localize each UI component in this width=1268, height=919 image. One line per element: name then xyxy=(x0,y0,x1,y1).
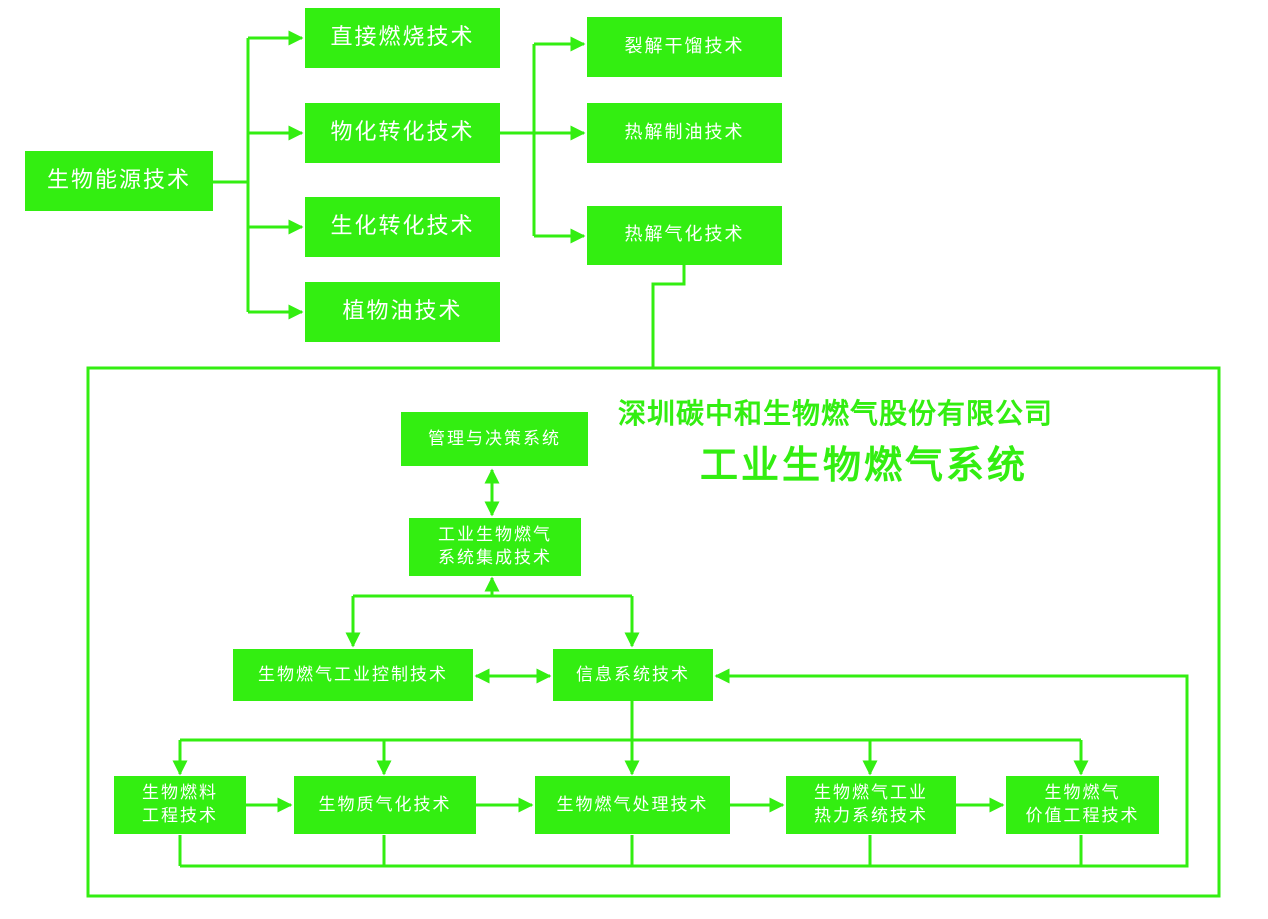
branch-node-biochemical: 生化转化技术 xyxy=(305,197,500,257)
chain-node-gas-processing: 生物燃气处理技术 xyxy=(535,776,730,834)
feedback-bus-connector xyxy=(180,668,1189,868)
company-name: 深圳碳中和生物燃气股份有限公司 xyxy=(618,397,1054,430)
branch-node-physicochemical: 物化转化技术 xyxy=(305,103,500,163)
system-frame xyxy=(86,366,1221,898)
root-node-label: 生物能源技术 xyxy=(46,168,191,194)
subbranch-node-label: 裂解干馏技术 xyxy=(624,35,745,57)
chain-node-fuel-engineering: 生物燃料 工程技术 xyxy=(114,776,246,834)
management-node-label: 管理与决策系统 xyxy=(428,428,561,449)
gasification-to-system-connector xyxy=(651,265,686,368)
subbranch-node-pyrolysis-gas: 热解气化技术 xyxy=(587,206,782,265)
branch-node-plant-oil: 植物油技术 xyxy=(305,282,500,342)
branch-node-label: 物化转化技术 xyxy=(330,120,475,146)
subbranch-node-pyrolysis-oil: 热解制油技术 xyxy=(587,103,782,163)
integration-node: 工业生物燃气 系统集成技术 xyxy=(409,518,581,576)
branch-node-label: 生化转化技术 xyxy=(330,214,475,240)
system-title: 工业生物燃气系统 xyxy=(700,442,1029,487)
chain-node-label: 生物燃气 价值工程技术 xyxy=(1025,783,1140,826)
subbranch-node-label: 热解气化技术 xyxy=(624,224,745,246)
information-node-label: 信息系统技术 xyxy=(576,664,690,685)
control-node: 生物燃气工业控制技术 xyxy=(233,649,473,701)
chain-node-label: 生物燃气工业 热力系统技术 xyxy=(814,783,928,826)
subbranch-node-label: 热解制油技术 xyxy=(624,121,745,143)
branch-node-label: 植物油技术 xyxy=(342,299,463,325)
chain-node-biomass-gasification: 生物质气化技术 xyxy=(294,776,476,834)
management-node: 管理与决策系统 xyxy=(401,412,588,466)
chain-node-label: 生物燃料 工程技术 xyxy=(142,783,218,826)
chain-node-label: 生物质气化技术 xyxy=(318,794,452,815)
chain-node-value-engineering: 生物燃气 价值工程技术 xyxy=(1006,776,1159,834)
information-node: 信息系统技术 xyxy=(553,649,713,701)
chain-node-thermal-system: 生物燃气工业 热力系统技术 xyxy=(786,776,956,834)
control-node-label: 生物燃气工业控制技术 xyxy=(258,664,448,685)
subbranch-node-cracking: 裂解干馏技术 xyxy=(587,17,782,77)
chain-node-label: 生物燃气处理技术 xyxy=(556,794,709,815)
branch-node-label: 直接燃烧技术 xyxy=(330,25,475,51)
branch-node-direct-combustion: 直接燃烧技术 xyxy=(305,8,500,68)
root-node: 生物能源技术 xyxy=(25,151,213,211)
chain-feedback-drops xyxy=(178,835,1083,866)
integration-node-label: 工业生物燃气 系统集成技术 xyxy=(438,525,552,568)
